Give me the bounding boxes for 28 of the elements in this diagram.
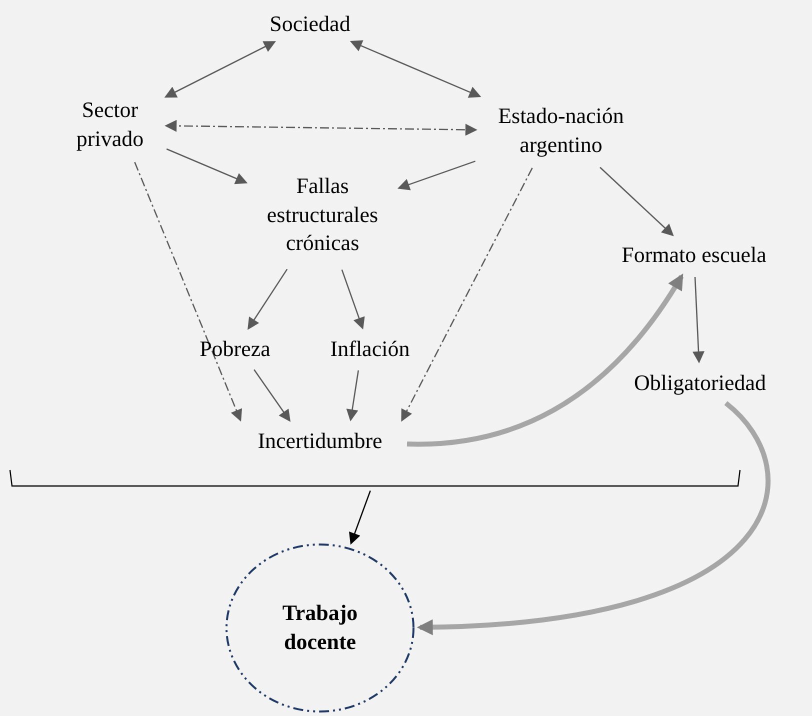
concept-label: Estado-nación argentino bbox=[480, 98, 642, 164]
concept-label: Inflación bbox=[315, 332, 425, 366]
concept-label: Pobreza bbox=[185, 332, 285, 366]
arrow bbox=[350, 40, 482, 98]
arrow bbox=[349, 490, 371, 545]
arrow bbox=[406, 274, 684, 446]
ellipse-node bbox=[225, 543, 415, 713]
arrow bbox=[248, 268, 288, 330]
arrow bbox=[134, 162, 242, 422]
concept-label: Obligatoriedad bbox=[612, 366, 788, 400]
arrow bbox=[600, 166, 674, 236]
concept-label: Incertidumbre bbox=[238, 424, 402, 458]
arrow bbox=[254, 369, 290, 422]
bracket bbox=[9, 470, 741, 487]
concept-label: Sociedad bbox=[255, 8, 365, 40]
arrow bbox=[341, 270, 365, 330]
node-text: Trabajo docente bbox=[281, 599, 359, 656]
concept-label: Sector privado bbox=[58, 92, 162, 158]
arrow bbox=[164, 41, 276, 98]
arrow bbox=[692, 276, 705, 364]
concept-label: Fallas estructurales crónicas bbox=[250, 165, 395, 265]
concept-label: Formato escuela bbox=[605, 238, 783, 272]
arrow bbox=[164, 120, 478, 136]
arrow bbox=[346, 370, 360, 422]
arrow bbox=[397, 160, 476, 190]
arrow bbox=[401, 168, 533, 422]
arrow bbox=[166, 148, 248, 184]
arrow bbox=[416, 401, 770, 635]
